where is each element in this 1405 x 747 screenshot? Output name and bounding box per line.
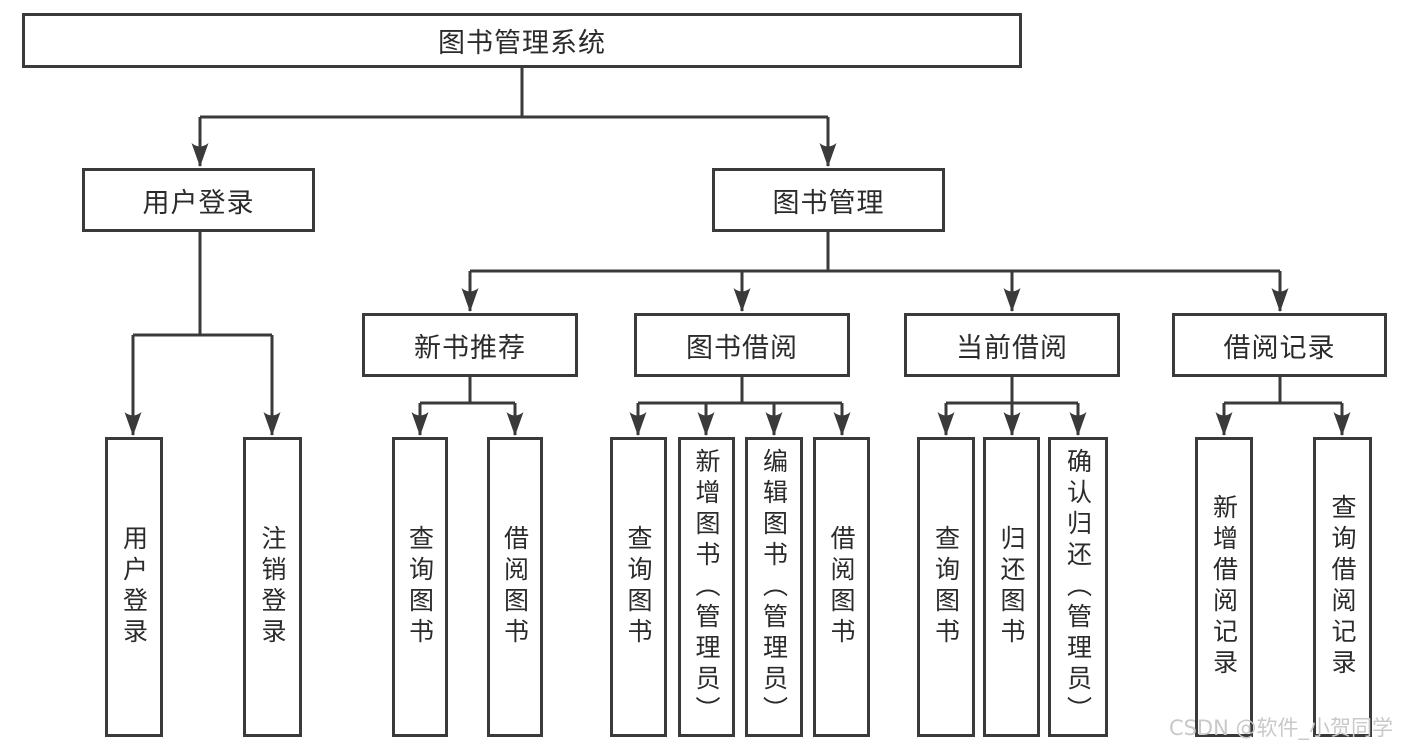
leaf-recommend-borrow-books: 借阅图书 bbox=[487, 437, 543, 737]
node-user-login: 用户登录 bbox=[82, 168, 315, 232]
node-book-management: 图书管理 bbox=[712, 168, 945, 232]
csdn-watermark: CSDN @软件_小贺同学 bbox=[1168, 716, 1393, 740]
node-book-borrowing: 图书借阅 bbox=[634, 313, 850, 377]
leaf-logout: 注销登录 bbox=[243, 437, 302, 737]
node-library-management-system: 图书管理系统 bbox=[22, 13, 1022, 68]
node-current-borrowing: 当前借阅 bbox=[904, 313, 1120, 377]
leaf-edit-books-admin: 编辑图书（管理员） bbox=[745, 437, 803, 737]
leaf-current-query-books: 查询图书 bbox=[917, 437, 975, 737]
node-new-book-recommend: 新书推荐 bbox=[362, 313, 578, 377]
leaf-add-books-admin: 新增图书（管理员） bbox=[678, 437, 735, 737]
leaf-recommend-query-books: 查询图书 bbox=[392, 437, 448, 737]
leaf-query-borrow-record: 查询借阅记录 bbox=[1313, 437, 1372, 737]
leaf-confirm-return-admin: 确认归还（管理员） bbox=[1048, 437, 1108, 737]
node-borrowing-records: 借阅记录 bbox=[1172, 313, 1387, 377]
leaf-user-login: 用户登录 bbox=[105, 437, 163, 737]
leaf-borrowing-query-books: 查询图书 bbox=[610, 437, 667, 737]
leaf-borrowing-borrow-books: 借阅图书 bbox=[813, 437, 870, 737]
leaf-add-borrow-record: 新增借阅记录 bbox=[1195, 437, 1253, 737]
leaf-return-books: 归还图书 bbox=[983, 437, 1040, 737]
